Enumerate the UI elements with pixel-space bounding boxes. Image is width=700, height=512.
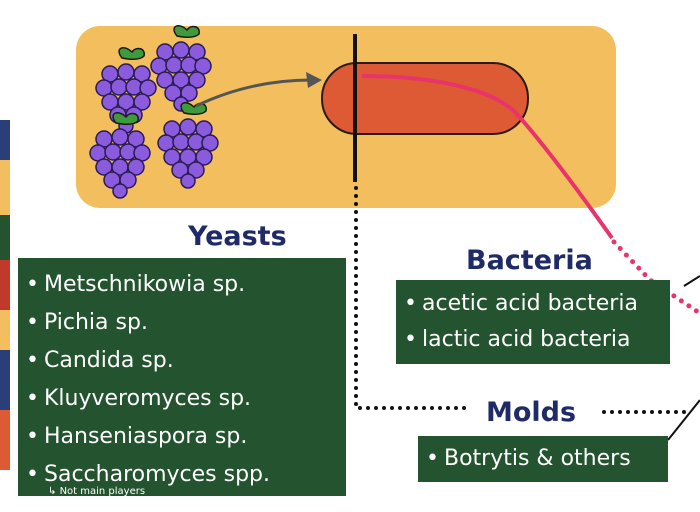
bacteria-list: •acetic acid bacteria •lactic acid bacte… — [404, 286, 670, 358]
list-item: •Pichia sp. — [26, 310, 148, 335]
pink-connector-line — [361, 74, 614, 240]
molds-box: •Botrytis & others — [418, 436, 668, 482]
list-item: •Saccharomyces spp. — [26, 462, 271, 487]
list-item: •Candida sp. — [26, 348, 174, 373]
turn-arrow-icon: ↳ — [48, 486, 60, 497]
arrowhead-icon — [306, 72, 322, 88]
left-edge-strip — [0, 0, 10, 512]
list-item: •Hanseniaspora sp. — [26, 424, 248, 449]
bacteria-heading: Bacteria — [466, 245, 593, 276]
molds-list: •Botrytis & others — [426, 441, 668, 477]
arrow-icon — [195, 78, 313, 108]
list-item: •Botrytis & others — [426, 446, 631, 471]
edge-line — [667, 399, 700, 441]
list-item: •acetic acid bacteria — [404, 291, 638, 316]
yeasts-box: •Metschnikowia sp. •Pichia sp. •Candida … — [18, 258, 346, 496]
dotted-connector — [354, 186, 472, 410]
edge-line — [683, 275, 700, 287]
grape-cluster-icon — [150, 24, 212, 112]
list-item: •Kluyveromyces sp. — [26, 386, 252, 411]
molds-heading: Molds — [486, 397, 577, 428]
list-item: •lactic acid bacteria — [404, 327, 631, 352]
bacteria-box: •acetic acid bacteria •lactic acid bacte… — [396, 280, 670, 364]
yeasts-heading: Yeasts — [188, 221, 287, 252]
yeasts-note: ↳ Not main players — [48, 486, 146, 497]
grape-cluster-icon — [157, 101, 219, 189]
list-item: •Metschnikowia sp. — [26, 272, 246, 297]
yeasts-list: •Metschnikowia sp. •Pichia sp. •Candida … — [26, 266, 346, 494]
bacterium-icon — [321, 62, 529, 135]
